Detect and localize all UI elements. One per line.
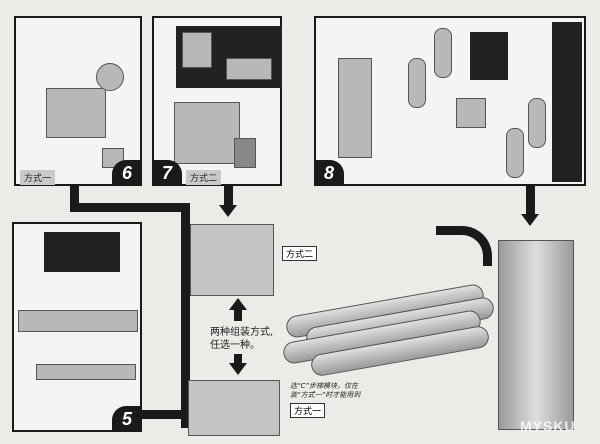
arrow-down-icon	[521, 214, 539, 226]
part-illustration	[182, 32, 212, 68]
part-illustration	[528, 98, 546, 148]
detail-inset	[470, 32, 508, 80]
detail-inset	[44, 232, 120, 272]
choice-note-line: 两种组装方式,	[210, 327, 274, 338]
ladder-note: 选“C”步梯模块，仅在 装“方式一”时才能用到	[290, 382, 360, 400]
flow-arrow-6-to-5	[70, 186, 79, 208]
method-one-callout: 方式一	[290, 403, 326, 418]
arrow-shaft	[234, 354, 242, 364]
vertical-launcher	[498, 240, 574, 430]
step-6-number: 6	[112, 160, 142, 186]
part-illustration	[36, 364, 136, 380]
part-illustration	[18, 310, 138, 332]
step-8-panel: 8	[314, 16, 586, 186]
part-illustration	[174, 102, 240, 164]
step-6-panel: 方式一 6	[14, 16, 142, 186]
step-5-number: 5	[112, 406, 142, 432]
flow-arrow-vertical	[181, 203, 190, 428]
ladder-note-line: 选“C”步梯模块，仅在	[290, 382, 358, 390]
ladder-note-line: 装“方式一”时才能用到	[290, 391, 361, 399]
watermark: MYSKU	[520, 418, 576, 434]
arrow-up-icon	[229, 298, 247, 310]
method-two-callout: 方式二	[282, 246, 318, 261]
part-illustration	[234, 138, 256, 168]
part-illustration	[338, 58, 372, 158]
part-illustration	[96, 63, 124, 91]
choice-note: 两种组装方式, 任选一种。	[210, 326, 273, 352]
step-6-label: 方式一	[20, 170, 56, 185]
step-8-number: 8	[314, 160, 344, 186]
step-7-number: 7	[152, 160, 182, 186]
step-7-label: 方式二	[186, 170, 222, 185]
arrow-down-icon	[229, 363, 247, 375]
flow-arrow-8-down	[526, 186, 535, 216]
step-7-panel: 7 方式二	[152, 16, 282, 186]
part-illustration	[408, 58, 426, 108]
flow-arrow-7-down	[224, 186, 233, 206]
part-illustration	[226, 58, 272, 80]
choice-note-line: 任选一种。	[210, 340, 260, 351]
detail-inset	[552, 22, 582, 182]
flow-arrow-6-to-5-horizontal	[70, 203, 190, 212]
part-illustration	[506, 128, 524, 178]
step-5-panel: 5	[12, 222, 142, 432]
part-illustration	[456, 98, 486, 128]
flow-arrow-left-bottom	[140, 410, 190, 419]
arrow-shaft	[234, 309, 242, 321]
part-illustration	[46, 88, 106, 138]
arrow-down-icon	[219, 205, 237, 217]
part-illustration	[434, 28, 452, 78]
cabin-method-two	[190, 224, 274, 296]
curved-arrow-icon	[436, 226, 492, 266]
cabin-method-one	[188, 380, 280, 436]
